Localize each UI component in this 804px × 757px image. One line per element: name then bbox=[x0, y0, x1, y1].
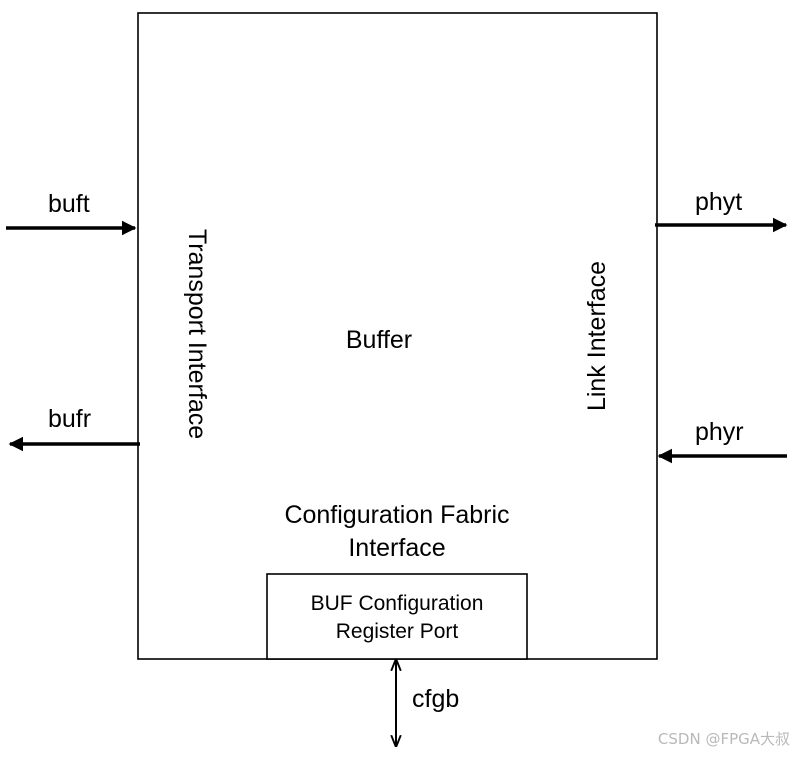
buffer-label: Buffer bbox=[346, 326, 412, 354]
config-interface-label-line2: Interface bbox=[348, 534, 445, 562]
register-port-box bbox=[266, 573, 528, 660]
watermark: CSDN @FPGA大叔 bbox=[657, 730, 790, 748]
phyr-label: phyr bbox=[695, 418, 744, 446]
buft-label: buft bbox=[48, 190, 90, 218]
bufr-label: bufr bbox=[48, 405, 91, 433]
transport-interface-label: Transport Interface bbox=[183, 229, 211, 439]
register-port-label-line1: BUF Configuration bbox=[311, 592, 484, 615]
cfgb-label: cfgb bbox=[412, 685, 459, 713]
link-interface-label: Link Interface bbox=[583, 261, 611, 411]
config-interface-label-line1: Configuration Fabric bbox=[284, 501, 509, 529]
register-port-label-line2: Register Port bbox=[336, 620, 459, 643]
phyt-label: phyt bbox=[695, 188, 742, 216]
